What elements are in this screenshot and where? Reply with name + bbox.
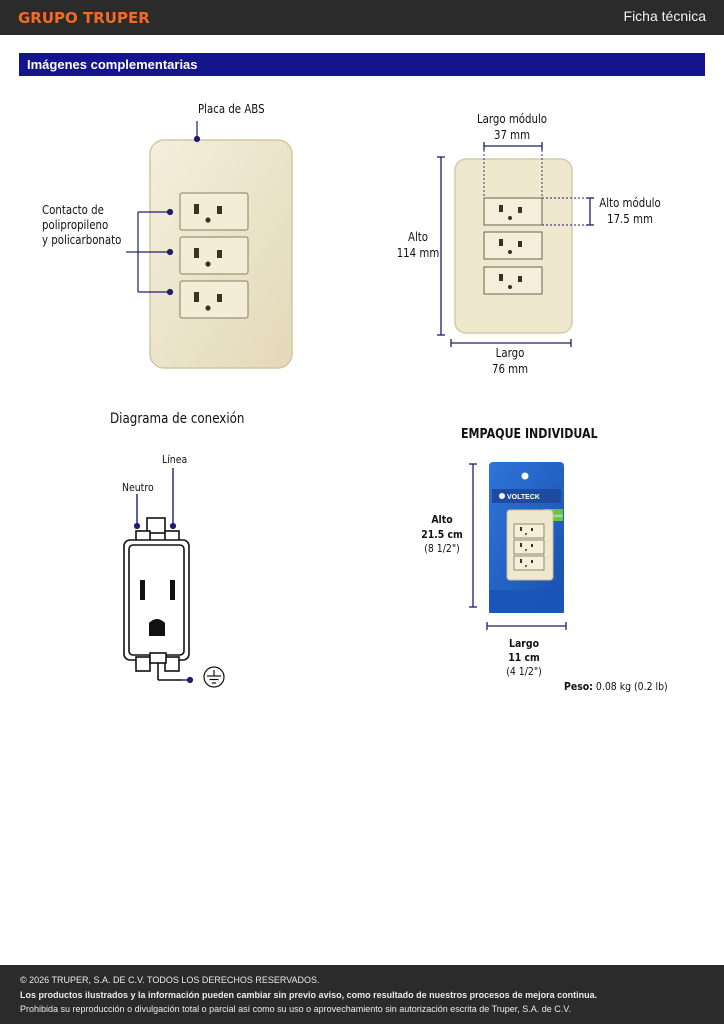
- neutral-wire-label: Neutro: [122, 481, 154, 494]
- package-height-cm: 21.5 cm: [421, 528, 463, 541]
- package-weight: Peso: 0.08 kg (0.2 lb): [564, 679, 668, 694]
- dimension-drawing: [437, 142, 594, 347]
- overall-length-label: Largo: [495, 346, 525, 360]
- ground-icon: [203, 666, 225, 688]
- package-weight-label: Peso:: [564, 680, 593, 693]
- product-callout-lines: [126, 121, 201, 296]
- dimension-receptacle-1: [483, 197, 543, 226]
- contact-material-line1: Contacto de: [42, 203, 104, 217]
- footer-copyright: © 2026 TRUPER, S.A. DE C.V. TODOS LOS DE…: [20, 975, 320, 985]
- package-brand-text: VOLTECK: [507, 494, 540, 501]
- package-height-in: (8 1/2"): [424, 542, 460, 555]
- document-type: Ficha técnica: [623, 8, 706, 24]
- line-wire-label: Línea: [162, 453, 188, 466]
- receptacle-1: [179, 192, 249, 231]
- footer-notice: Los productos ilustrados y la informació…: [20, 990, 598, 1000]
- module-height-label: Alto módulo: [599, 196, 661, 210]
- dimension-receptacle-3: [483, 266, 543, 295]
- contact-material-line3: y policarbonato: [42, 233, 122, 247]
- package-drawing: VOLTECK ITALIANA: [469, 462, 567, 630]
- brand-logo: GRUPO TRUPER: [18, 9, 150, 27]
- section-header: Imágenes complementarias: [19, 53, 705, 76]
- overall-height-value: 114 mm: [396, 246, 440, 260]
- receptacle-2: [179, 236, 249, 275]
- plate-material-label: Placa de ABS: [198, 102, 265, 116]
- package-length-label: Largo: [508, 637, 539, 650]
- product-photo: [149, 139, 293, 369]
- module-length-value: 37 mm: [493, 128, 531, 142]
- package-length-in: (4 1/2"): [506, 665, 542, 678]
- package-brand-band: [492, 489, 561, 503]
- footer-prohibition: Prohibida su reproducción o divulgación …: [20, 1004, 571, 1014]
- wiring-diagram-title: Diagrama de conexión: [110, 411, 245, 427]
- package-weight-value: 0.08 kg (0.2 lb): [595, 680, 668, 693]
- package-length-cm: 11 cm: [508, 651, 540, 664]
- package-title: EMPAQUE INDIVIDUAL: [461, 427, 598, 442]
- module-height-value: 17.5 mm: [607, 212, 653, 226]
- package-height-label: Alto: [431, 513, 453, 526]
- wiring-diagram: [123, 468, 225, 688]
- footer: © 2026 TRUPER, S.A. DE C.V. TODOS LOS DE…: [0, 965, 724, 1024]
- wiring-receptacle: [123, 517, 190, 681]
- contact-material-line2: polipropileno: [42, 218, 109, 232]
- package-tag-text: ITALIANA: [545, 513, 563, 518]
- overall-length-value: 76 mm: [491, 362, 529, 376]
- module-length-label: Largo módulo: [476, 112, 548, 126]
- overall-height-label: Alto: [407, 230, 429, 244]
- section-title: Imágenes complementarias: [27, 57, 198, 72]
- header-bar: GRUPO TRUPER Ficha técnica: [0, 0, 724, 35]
- volteck-logo-icon: [499, 493, 505, 499]
- receptacle-3: [179, 280, 249, 319]
- dimension-receptacle-2: [483, 231, 543, 260]
